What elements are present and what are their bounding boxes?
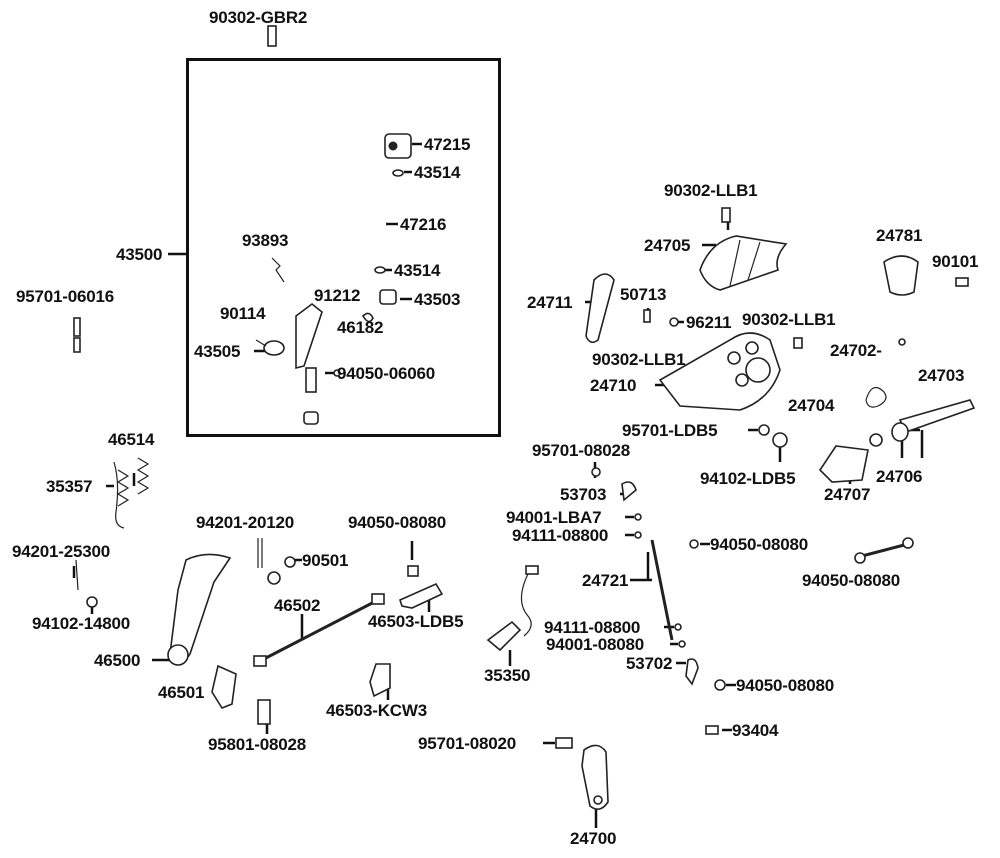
- part-label-94111-08800-lower: 94111-08800: [544, 618, 641, 637]
- part-label-24702: 24702-: [830, 341, 882, 360]
- part-label-24711: 24711: [527, 293, 573, 312]
- part-label-46502: 46502: [274, 596, 321, 615]
- part-label-53703: 53703: [560, 485, 607, 504]
- part-label-35350: 35350: [484, 666, 531, 685]
- part-label-94102-ldb5: 94102-LDB5: [700, 469, 796, 488]
- part-label-94111-08800-upper: 94111-08800: [512, 526, 609, 545]
- part-label-95701-06016: 95701-06016: [16, 287, 115, 306]
- part-label-43514-lower: 43514: [394, 261, 441, 280]
- part-label-94050-08080-lower: 94050-08080: [736, 676, 835, 695]
- part-label-47216: 47216: [400, 215, 447, 234]
- part-label-35357: 35357: [46, 477, 93, 496]
- part-label-93893: 93893: [242, 231, 289, 250]
- part-label-24707: 24707: [824, 485, 871, 504]
- part-label-95701-08020: 95701-08020: [418, 734, 517, 753]
- part-label-90302-llb1-right: 90302-LLB1: [742, 310, 836, 329]
- part-label-24781: 24781: [876, 226, 923, 245]
- part-label-24721: 24721: [582, 571, 629, 590]
- part-label-94001-08080: 94001-08080: [546, 635, 645, 654]
- part-label-94201-25300: 94201-25300: [12, 542, 111, 561]
- part-label-43503: 43503: [414, 290, 461, 309]
- part-label-94050-08080-far-right: 94050-08080: [802, 571, 901, 590]
- pedal-parts: [73, 25, 444, 725]
- part-label-94050-06060: 94050-06060: [337, 364, 436, 383]
- inset-parts: [255, 133, 412, 425]
- part-label-90302-gbr2: 90302-GBR2: [209, 8, 308, 27]
- part-label-24705: 24705: [644, 236, 691, 255]
- part-label-24700: 24700: [570, 829, 617, 848]
- part-label-90101: 90101: [932, 252, 979, 271]
- part-label-43500: 43500: [116, 245, 163, 264]
- inset-frame: [186, 58, 501, 437]
- part-label-95701-ldb5: 95701-LDB5: [622, 421, 718, 440]
- part-label-95801-08028: 95801-08028: [208, 735, 307, 754]
- part-label-94102-14800: 94102-14800: [32, 614, 131, 633]
- part-label-95701-08028: 95701-08028: [532, 441, 631, 460]
- sensor-parts: [486, 467, 914, 810]
- part-label-24706: 24706: [876, 467, 923, 486]
- part-label-46500: 46500: [94, 651, 141, 670]
- part-label-91212: 91212: [314, 286, 361, 305]
- part-label-46501: 46501: [158, 683, 205, 702]
- part-label-46503-ldb5: 46503-LDB5: [368, 612, 464, 631]
- part-label-94050-08080-right-upper: 94050-08080: [710, 535, 809, 554]
- part-label-24704: 24704: [788, 396, 835, 415]
- part-label-46182: 46182: [337, 318, 384, 337]
- part-label-43514-upper: 43514: [414, 163, 461, 182]
- part-label-93404: 93404: [732, 721, 779, 740]
- part-label-24710: 24710: [590, 376, 637, 395]
- part-label-90501: 90501: [302, 551, 349, 570]
- selector-parts: [585, 207, 976, 483]
- part-label-43505: 43505: [194, 342, 241, 361]
- part-label-96211: 96211: [686, 313, 732, 332]
- part-label-94001-lba7: 94001-LBA7: [506, 508, 602, 527]
- part-label-53702: 53702: [626, 654, 673, 673]
- part-label-90302-llb1-mid: 90302-LLB1: [592, 350, 686, 369]
- part-label-46503-kcw3: 46503-KCW3: [326, 701, 427, 720]
- part-label-90114: 90114: [220, 304, 266, 323]
- part-label-90302-llb1-top: 90302-LLB1: [664, 181, 758, 200]
- part-label-46514: 46514: [108, 430, 155, 449]
- part-label-50713: 50713: [620, 285, 667, 304]
- part-label-47215: 47215: [424, 135, 471, 154]
- part-label-24703: 24703: [918, 366, 965, 385]
- part-label-94050-08080-center: 94050-08080: [348, 513, 447, 532]
- part-label-94201-20120: 94201-20120: [196, 513, 295, 532]
